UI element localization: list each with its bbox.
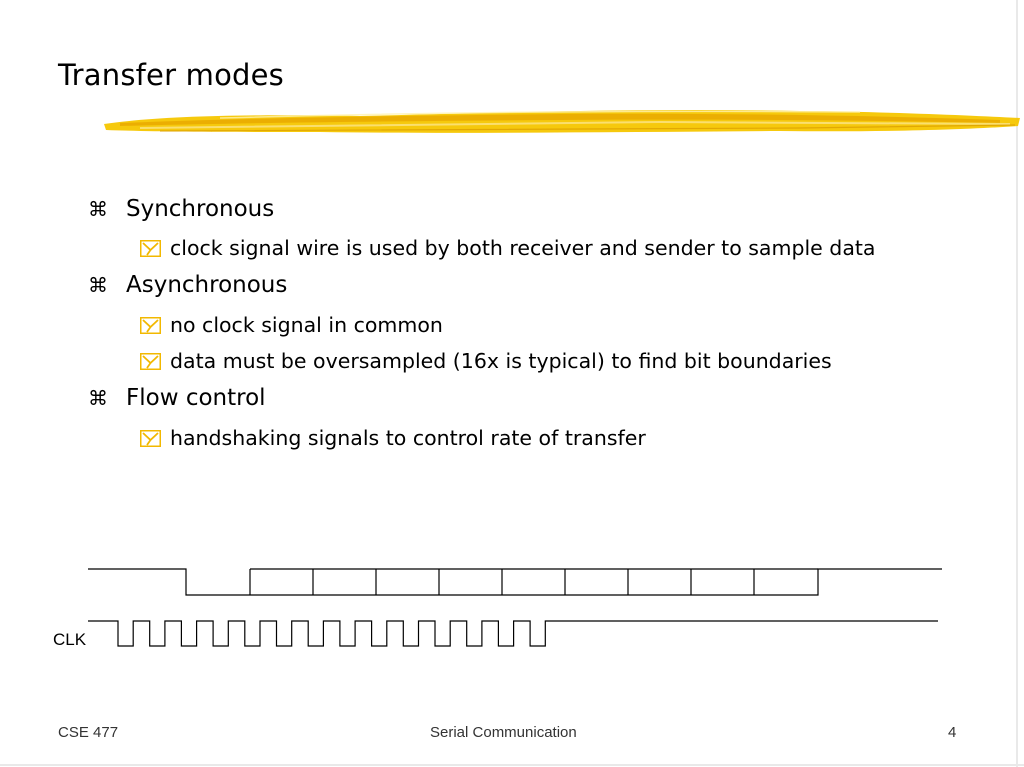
sub-bullet-handshaking: handshaking signals to control rate of t…: [140, 426, 646, 450]
clock-waveform: [88, 620, 938, 647]
footer-course: CSE 477: [58, 724, 119, 741]
data-waveform: [88, 568, 942, 596]
clock-label: CLK: [53, 630, 87, 649]
sub-bullet-text: clock signal wire is used by both receiv…: [170, 236, 876, 260]
checkbox-y-icon: [140, 317, 161, 334]
sub-bullet-text: no clock signal in common: [170, 313, 443, 337]
bullet-flow-control: ⌘ Flow control: [88, 385, 266, 411]
bullet-label: Asynchronous: [126, 272, 288, 298]
sub-bullet-text: handshaking signals to control rate of t…: [170, 426, 646, 450]
sub-bullet-text: data must be oversampled (16x is typical…: [170, 349, 832, 373]
sub-bullet-oversampled: data must be oversampled (16x is typical…: [140, 349, 832, 373]
command-key-bullet: ⌘: [88, 197, 108, 221]
sub-bullet-no-clock: no clock signal in common: [140, 313, 443, 337]
bottom-border-rule: [0, 764, 1024, 766]
checkbox-y-icon: [140, 240, 161, 257]
bullet-label: Flow control: [126, 385, 266, 411]
command-key-bullet: ⌘: [88, 386, 108, 410]
bullet-asynchronous: ⌘ Asynchronous: [88, 272, 287, 298]
bullet-label: Synchronous: [126, 196, 275, 222]
footer-page-number: 4: [948, 724, 957, 741]
right-border-rule: [1016, 0, 1018, 767]
sub-bullet-clock-wire: clock signal wire is used by both receiv…: [140, 236, 875, 260]
checkbox-y-icon: [140, 430, 161, 447]
title-brush-stroke: [104, 109, 1020, 133]
timing-diagram: [88, 568, 942, 647]
slide-title: Transfer modes: [58, 58, 284, 92]
checkbox-y-icon: [140, 353, 161, 370]
footer-topic: Serial Communication: [430, 724, 577, 741]
bullet-synchronous: ⌘ Synchronous: [88, 196, 274, 222]
command-key-bullet: ⌘: [88, 273, 108, 297]
